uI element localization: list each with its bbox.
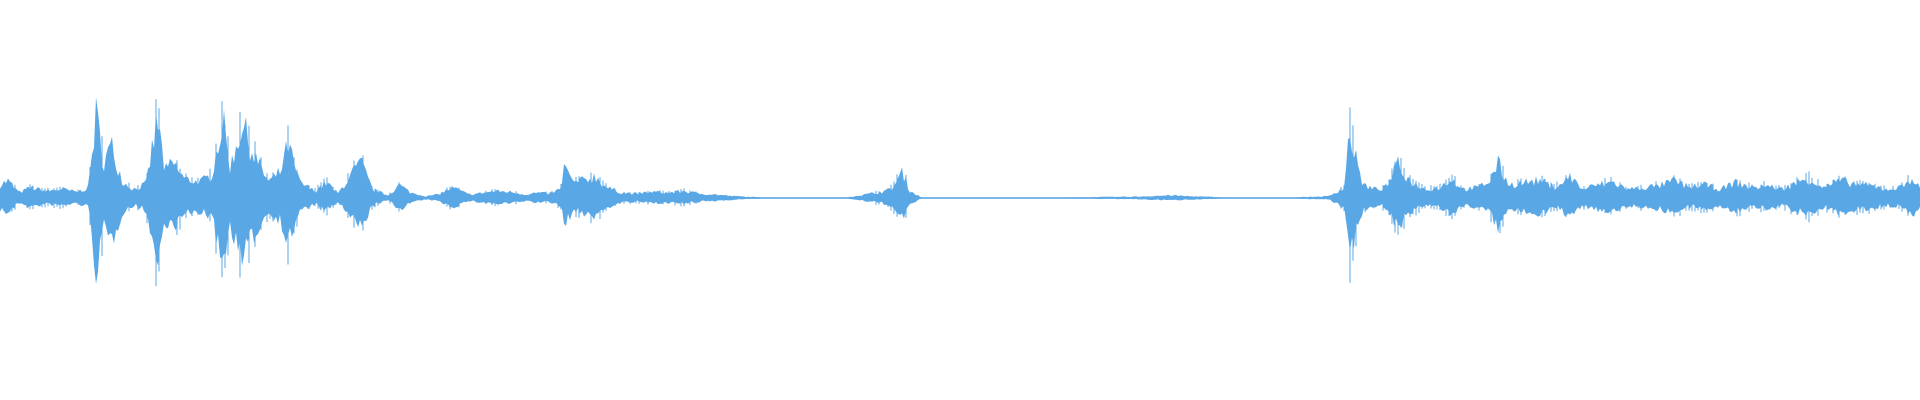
waveform-detail [11, 99, 1909, 287]
waveform-envelope [0, 97, 1920, 284]
